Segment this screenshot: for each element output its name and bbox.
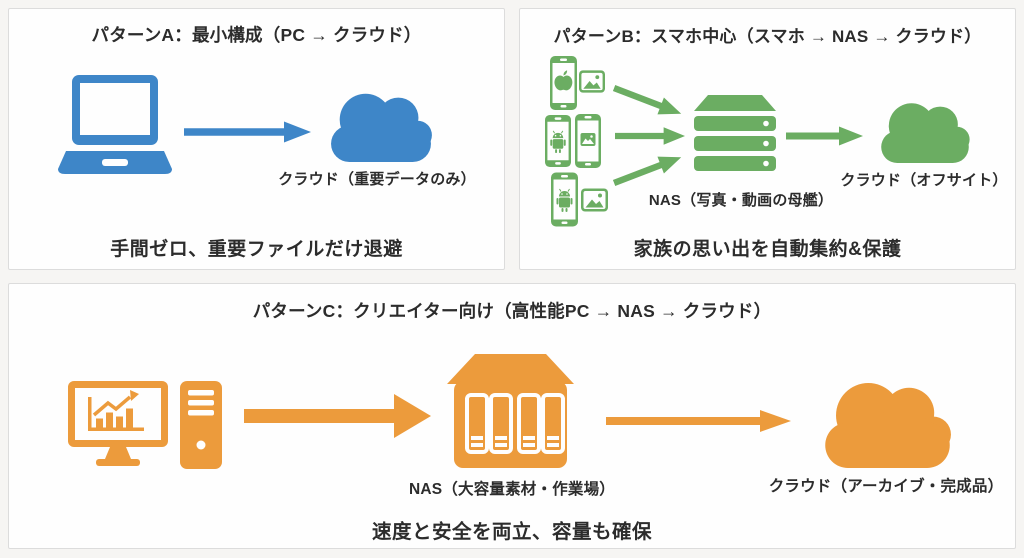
photo-icon — [581, 188, 608, 212]
panel-pattern-a: パターンA：最小構成（PC → クラウド） — [8, 8, 505, 270]
cloud-label: クラウド（オフサイト） — [840, 172, 1008, 189]
arrow-right-icon — [786, 124, 863, 148]
photo-icon — [579, 70, 605, 93]
nas-label: NAS（写真・動画の母艦） — [648, 192, 834, 209]
arrow-right-icon — [610, 147, 685, 193]
panel-a-title: パターンA：最小構成（PC → クラウド） — [91, 25, 422, 45]
panel-c-caption: 速度と安全を両立、容量も確保 — [371, 521, 652, 543]
desktop-pc-icon — [68, 381, 222, 471]
panel-b-title: パターンB：スマホ中心（スマホ → NAS → クラウド） — [553, 27, 982, 46]
smartphone-android-icon — [551, 172, 578, 227]
nas-rack-icon — [692, 95, 778, 175]
panel-b-caption: 家族の思い出を自動集約&保護 — [633, 239, 902, 260]
panel-pattern-c: パターンC：クリエイター向け（高性能PC → NAS → クラウド） — [8, 283, 1016, 549]
arrow-right-icon — [610, 78, 685, 124]
panel-c-title: パターンC：クリエイター向け（高性能PC → NAS → クラウド） — [252, 301, 772, 321]
arrow-right-icon — [244, 394, 431, 438]
smartphone-apple-icon — [550, 56, 577, 110]
arrow-right-icon — [184, 119, 311, 145]
cloud-label: クラウド（アーカイブ・完成品） — [768, 478, 1004, 495]
panel-pattern-b: パターンB：スマホ中心（スマホ → NAS → クラウド） — [519, 8, 1016, 270]
nas-tower-icon — [447, 354, 574, 468]
panel-a-caption: 手間ゼロ、重要ファイルだけ退避 — [110, 239, 403, 260]
cloud-icon — [815, 377, 960, 468]
photo-phone-icon — [575, 113, 601, 169]
cloud-label: クラウド（重要データのみ） — [278, 171, 476, 188]
arrow-right-icon — [606, 408, 791, 434]
nas-label: NAS（大容量素材・作業場） — [408, 481, 616, 498]
cloud-icon — [323, 89, 439, 162]
laptop-icon — [58, 75, 172, 179]
smartphone-android-icon — [545, 114, 571, 168]
cloud-icon — [874, 99, 976, 163]
arrow-right-icon — [615, 125, 685, 147]
